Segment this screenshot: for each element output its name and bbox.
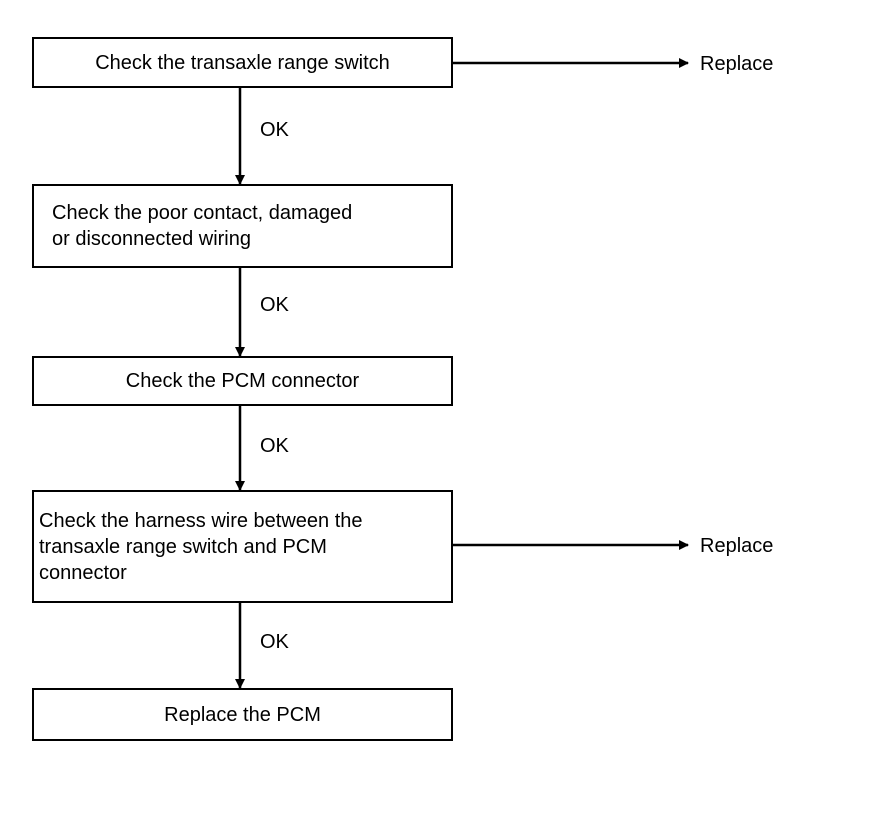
step-check-harness-wire: Check the harness wire between the trans… [32, 490, 453, 603]
ok-label: OK [260, 631, 289, 653]
step-check-pcm-connector: Check the PCM connector [32, 356, 453, 406]
step-text: Replace the PCM [164, 703, 321, 726]
step-text: Check the poor contact, damaged or disco… [52, 202, 353, 250]
step-replace-pcm: Replace the PCM [32, 688, 453, 741]
ok-label: OK [260, 294, 289, 316]
ok-label: OK [260, 435, 289, 457]
replace-label: Replace [700, 53, 774, 75]
step-check-range-switch: Check the transaxle range switch [32, 37, 453, 88]
ok-label: OK [260, 119, 289, 141]
step-text: Check the transaxle range switch [95, 51, 390, 74]
step-text: Check the harness wire between the trans… [39, 509, 363, 584]
replace-label: Replace [700, 535, 774, 557]
step-check-wiring: Check the poor contact, damaged or disco… [32, 184, 453, 268]
step-text: Check the PCM connector [125, 370, 360, 392]
